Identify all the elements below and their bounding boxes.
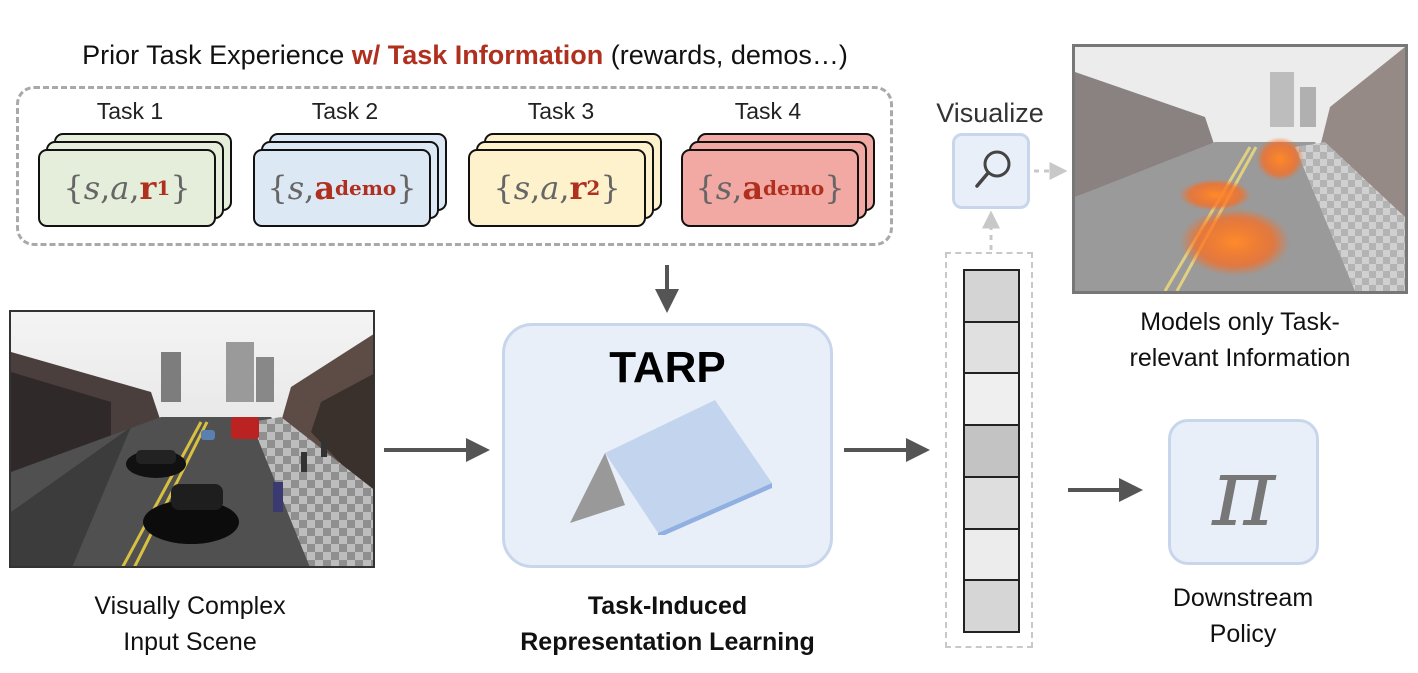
vector-cell xyxy=(965,374,1018,427)
task-1-label: Task 1 xyxy=(96,98,164,124)
vector-cell xyxy=(965,426,1018,478)
header-highlight: w/ Task Information xyxy=(351,40,604,70)
output-scene-image xyxy=(1072,44,1408,294)
input-scene-drawing xyxy=(11,312,373,566)
policy-caption: Downstream Policy xyxy=(1130,580,1356,652)
visualize-label: Visualize xyxy=(936,98,1044,128)
pi-symbol: π xyxy=(1211,436,1276,548)
output-scene-caption-line1: Models only Task- xyxy=(1140,308,1340,336)
output-scene-caption: Models only Task- relevant Information xyxy=(1100,304,1380,376)
policy-caption-line2: Policy xyxy=(1209,620,1277,648)
vector-cell xyxy=(965,271,1018,323)
output-scene-caption-line2: relevant Information xyxy=(1129,344,1351,372)
task-group-frame xyxy=(16,86,893,246)
task-2-label: Task 2 xyxy=(311,98,379,124)
output-scene-drawing xyxy=(1075,47,1405,291)
tarp-caption: Task-Induced Representation Learning xyxy=(470,588,865,660)
header-prefix: Prior Task Experience xyxy=(82,40,352,70)
tarp-caption-line2: Representation Learning xyxy=(520,628,815,656)
visualize-box xyxy=(952,133,1030,209)
input-scene-caption: Visually Complex Input Scene xyxy=(40,588,340,660)
tarp-title: TARP xyxy=(609,343,726,392)
vector-cell xyxy=(965,581,1018,632)
task-3-label: Task 3 xyxy=(527,98,595,124)
header-suffix: (rewards, demos…) xyxy=(603,40,848,70)
vector-cell xyxy=(965,477,1018,530)
vector-cell xyxy=(965,322,1018,375)
input-scene-caption-line2: Input Scene xyxy=(123,628,257,656)
tarp-encoder-icon xyxy=(570,400,772,535)
policy-caption-line1: Downstream xyxy=(1172,584,1314,612)
input-scene-image xyxy=(9,310,375,568)
task-4-label: Task 4 xyxy=(734,98,802,124)
vector-cell xyxy=(965,529,1018,582)
input-scene-caption-line1: Visually Complex xyxy=(94,592,286,620)
representation-frame xyxy=(945,252,1033,648)
magnifier-icon xyxy=(975,150,1011,188)
representation-vector xyxy=(963,269,1020,633)
prior-experience-header: Prior Task Experience w/ Task Informatio… xyxy=(0,40,930,71)
tarp-caption-line1: Task-Induced xyxy=(587,592,748,620)
policy-box: π xyxy=(1168,419,1319,565)
